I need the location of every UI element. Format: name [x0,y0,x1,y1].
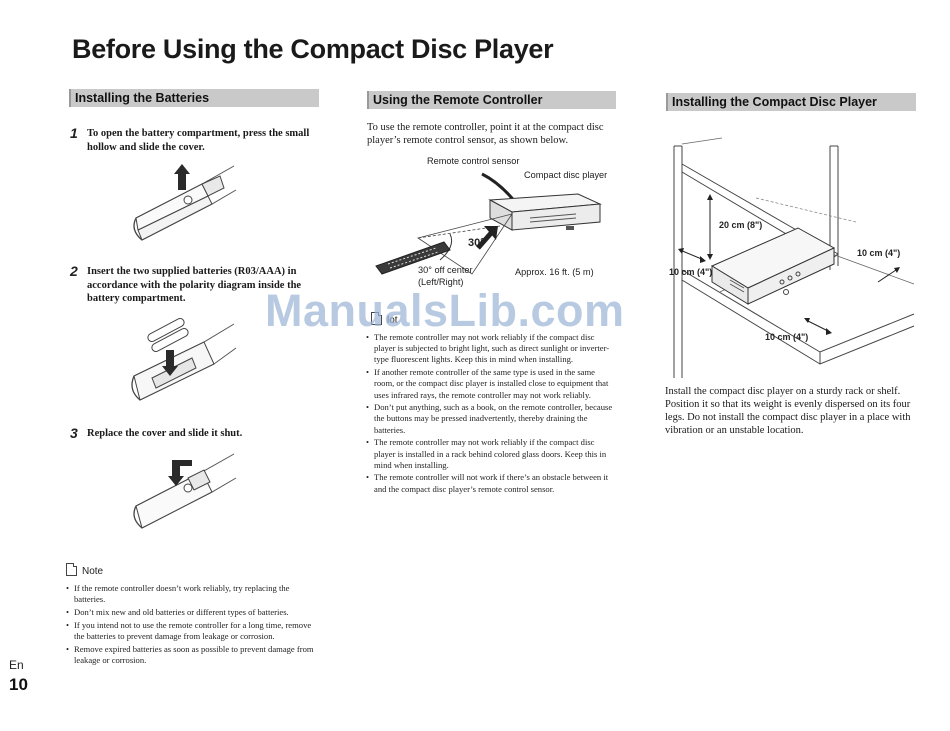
clearance-back-label: 10 cm (4") [765,332,809,342]
step-number: 2 [70,263,78,279]
list-item: The remote controller may not work relia… [366,437,614,471]
clearance-top-label: 20 cm (8") [719,220,763,230]
off-center-sublabel: (Left/Right) [418,277,464,287]
battery-notes-list: If the remote controller doesn’t work re… [66,583,316,667]
page-language: En [9,658,24,672]
distance-label: Approx. 16 ft. (5 m) [515,267,594,277]
list-item: Don’t put anything, such as a book, on t… [366,402,614,436]
page-number: 10 [9,675,28,694]
section-heading-install: Installing the Compact Disc Player [666,93,916,111]
note-icon [371,312,382,325]
watermark: ManualsLib.com [265,285,625,336]
section-heading-remote: Using the Remote Controller [367,91,616,109]
note-title: Note [82,566,104,577]
list-item: Don’t mix new and old batteries or diffe… [66,607,316,618]
step-text: Replace the cover and slide it shut. [87,428,243,439]
remote-close-cover-illustration [133,453,237,529]
list-item: If you intend not to use the remote cont… [66,620,316,642]
step-number: 1 [70,125,78,141]
note-icon [66,563,77,576]
rack-clearance-diagram [673,137,915,378]
remote-open-cover-illustration [133,164,237,241]
remote-sensor-label: Remote control sensor [427,156,520,166]
step-number: 3 [70,425,78,441]
remote-insert-batteries-illustration [131,317,237,401]
angle-label: 30° [468,237,485,249]
step-text: To open the battery compartment, press t… [87,128,310,153]
list-item: The remote controller may not work relia… [366,332,614,366]
remote-notes-list: The remote controller may not work relia… [366,332,614,496]
off-center-label: 30° off center [418,265,473,275]
note-title: lot [387,315,398,326]
remote-range-diagram [375,172,602,275]
remote-intro-text: To use the remote controller, point it a… [367,122,604,146]
clearance-left-label: 10 cm (4") [669,267,713,277]
list-item: If another remote controller of the same… [366,367,614,401]
step-text: Insert the two supplied batteries (R03/A… [87,266,302,304]
list-item: Remove expired batteries as soon as poss… [66,644,316,666]
list-item: If the remote controller doesn’t work re… [66,583,316,605]
note-heading: Note [66,563,103,577]
page-title: Before Using the Compact Disc Player [72,34,554,64]
clearance-right-label: 10 cm (4") [857,248,901,258]
list-item: The remote controller will not work if t… [366,472,614,494]
install-text: Install the compact disc player on a stu… [665,386,911,436]
player-label: Compact disc player [524,170,608,180]
section-heading-batteries: Installing the Batteries [69,89,319,107]
note-heading: lot [371,312,398,326]
